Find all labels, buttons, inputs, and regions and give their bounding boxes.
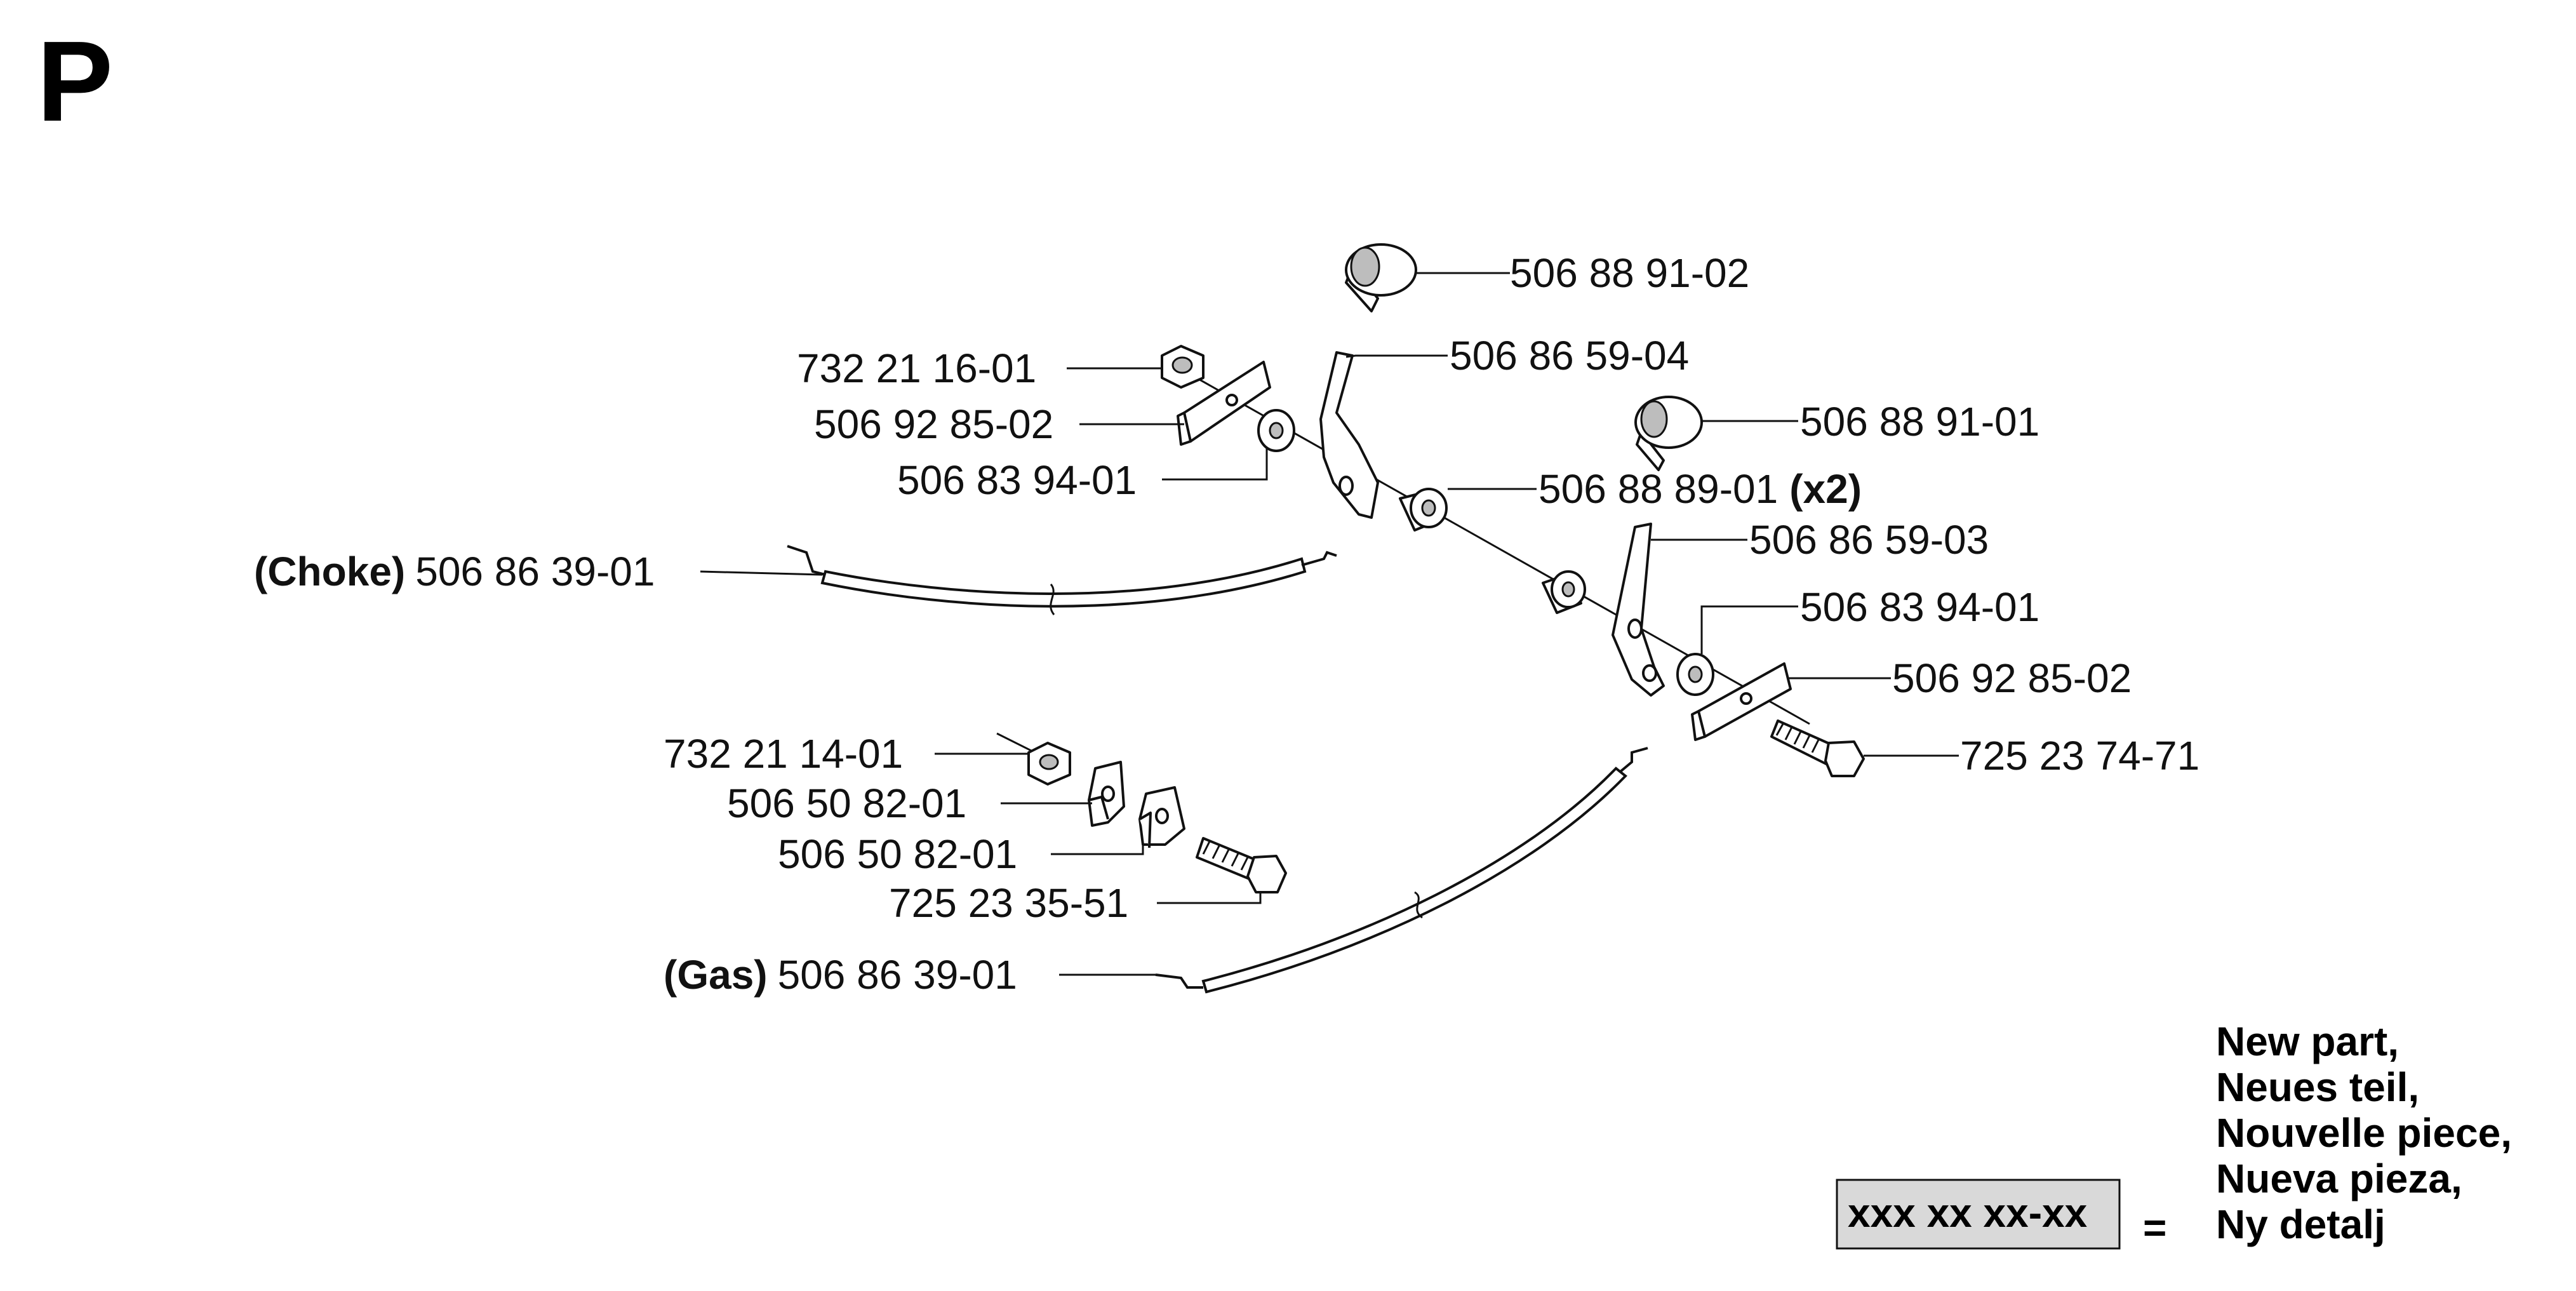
knob-right-icon: [1634, 396, 1703, 471]
gas-cable-icon: [1155, 747, 1648, 994]
leader-bolt-left: [1157, 892, 1262, 904]
new-part-legend: xxx xx xx-xx = New part, Neues teil, Nou…: [1836, 1019, 2512, 1250]
bolt-left-icon: [1196, 837, 1287, 893]
leader-choke-cable: [700, 570, 823, 576]
label-clamp-2: 506 50 82-01: [778, 831, 1017, 877]
label-washer-lower: 506 83 94-01: [1800, 584, 2039, 630]
plate-upper-icon: [1177, 361, 1271, 446]
clamp-1-icon: [1088, 761, 1125, 827]
label-bolt-right: 725 23 74-71: [1960, 733, 2199, 779]
washer-upper-icon: [1257, 409, 1295, 452]
label-knob-right: 506 88 91-01: [1800, 399, 2039, 445]
label-knob-top: 506 88 91-02: [1510, 250, 1749, 296]
leader-washer-lower: [1700, 605, 1798, 654]
label-nut-top: 732 21 16-01: [797, 345, 1036, 391]
knob-top-icon: [1345, 243, 1417, 312]
label-bolt-left: 725 23 35-51: [889, 880, 1128, 926]
label-choke-cable: (Choke)506 86 39-01: [254, 549, 655, 594]
legend-line-3: Nouvelle piece,: [2216, 1110, 2512, 1156]
spacer-second-icon: [1542, 570, 1586, 614]
label-washer-upper: 506 83 94-01: [897, 457, 1137, 503]
nut-left-icon: [1027, 742, 1071, 786]
choke-cable-icon: [787, 545, 1337, 615]
label-plate-lower: 506 92 85-02: [1892, 655, 2132, 701]
label-spacer: 506 88 89-01(x2): [1538, 466, 1862, 512]
section-letter: P: [37, 18, 113, 145]
leader-washer-upper: [1162, 448, 1268, 481]
legend-line-5: Ny detalj: [2216, 1201, 2386, 1247]
label-lever-upper: 506 86 59-04: [1450, 333, 1689, 378]
legend-equals: =: [2143, 1205, 2166, 1250]
plate-lower-icon: [1691, 662, 1792, 741]
label-plate-upper: 506 92 85-02: [814, 401, 1053, 447]
nut-top-icon: [1161, 345, 1205, 389]
legend-line-1: New part,: [2216, 1019, 2399, 1064]
bolt-right-icon: [1770, 719, 1865, 777]
lever-lower-icon: [1612, 523, 1665, 697]
legend-sample-box: [1836, 1179, 2121, 1250]
spacer-icon: [1399, 488, 1448, 532]
leader-lever-upper: [1345, 354, 1448, 358]
washer-lower-icon: [1676, 653, 1714, 696]
label-clamp-1: 506 50 82-01: [727, 780, 966, 826]
clamp-2-icon: [1138, 786, 1185, 848]
label-nut-left: 732 21 14-01: [664, 731, 903, 777]
label-gas-cable: (Gas)506 86 39-01: [664, 952, 1017, 998]
label-lever-lower: 506 86 59-03: [1749, 517, 1989, 563]
lever-upper-icon: [1319, 351, 1379, 519]
legend-sample-text: xxx xx xx-xx: [1848, 1190, 2088, 1236]
legend-line-4: Nueva pieza,: [2216, 1156, 2462, 1201]
leader-clamp-2: [1051, 845, 1144, 855]
legend-line-2: Neues teil,: [2216, 1064, 2419, 1110]
